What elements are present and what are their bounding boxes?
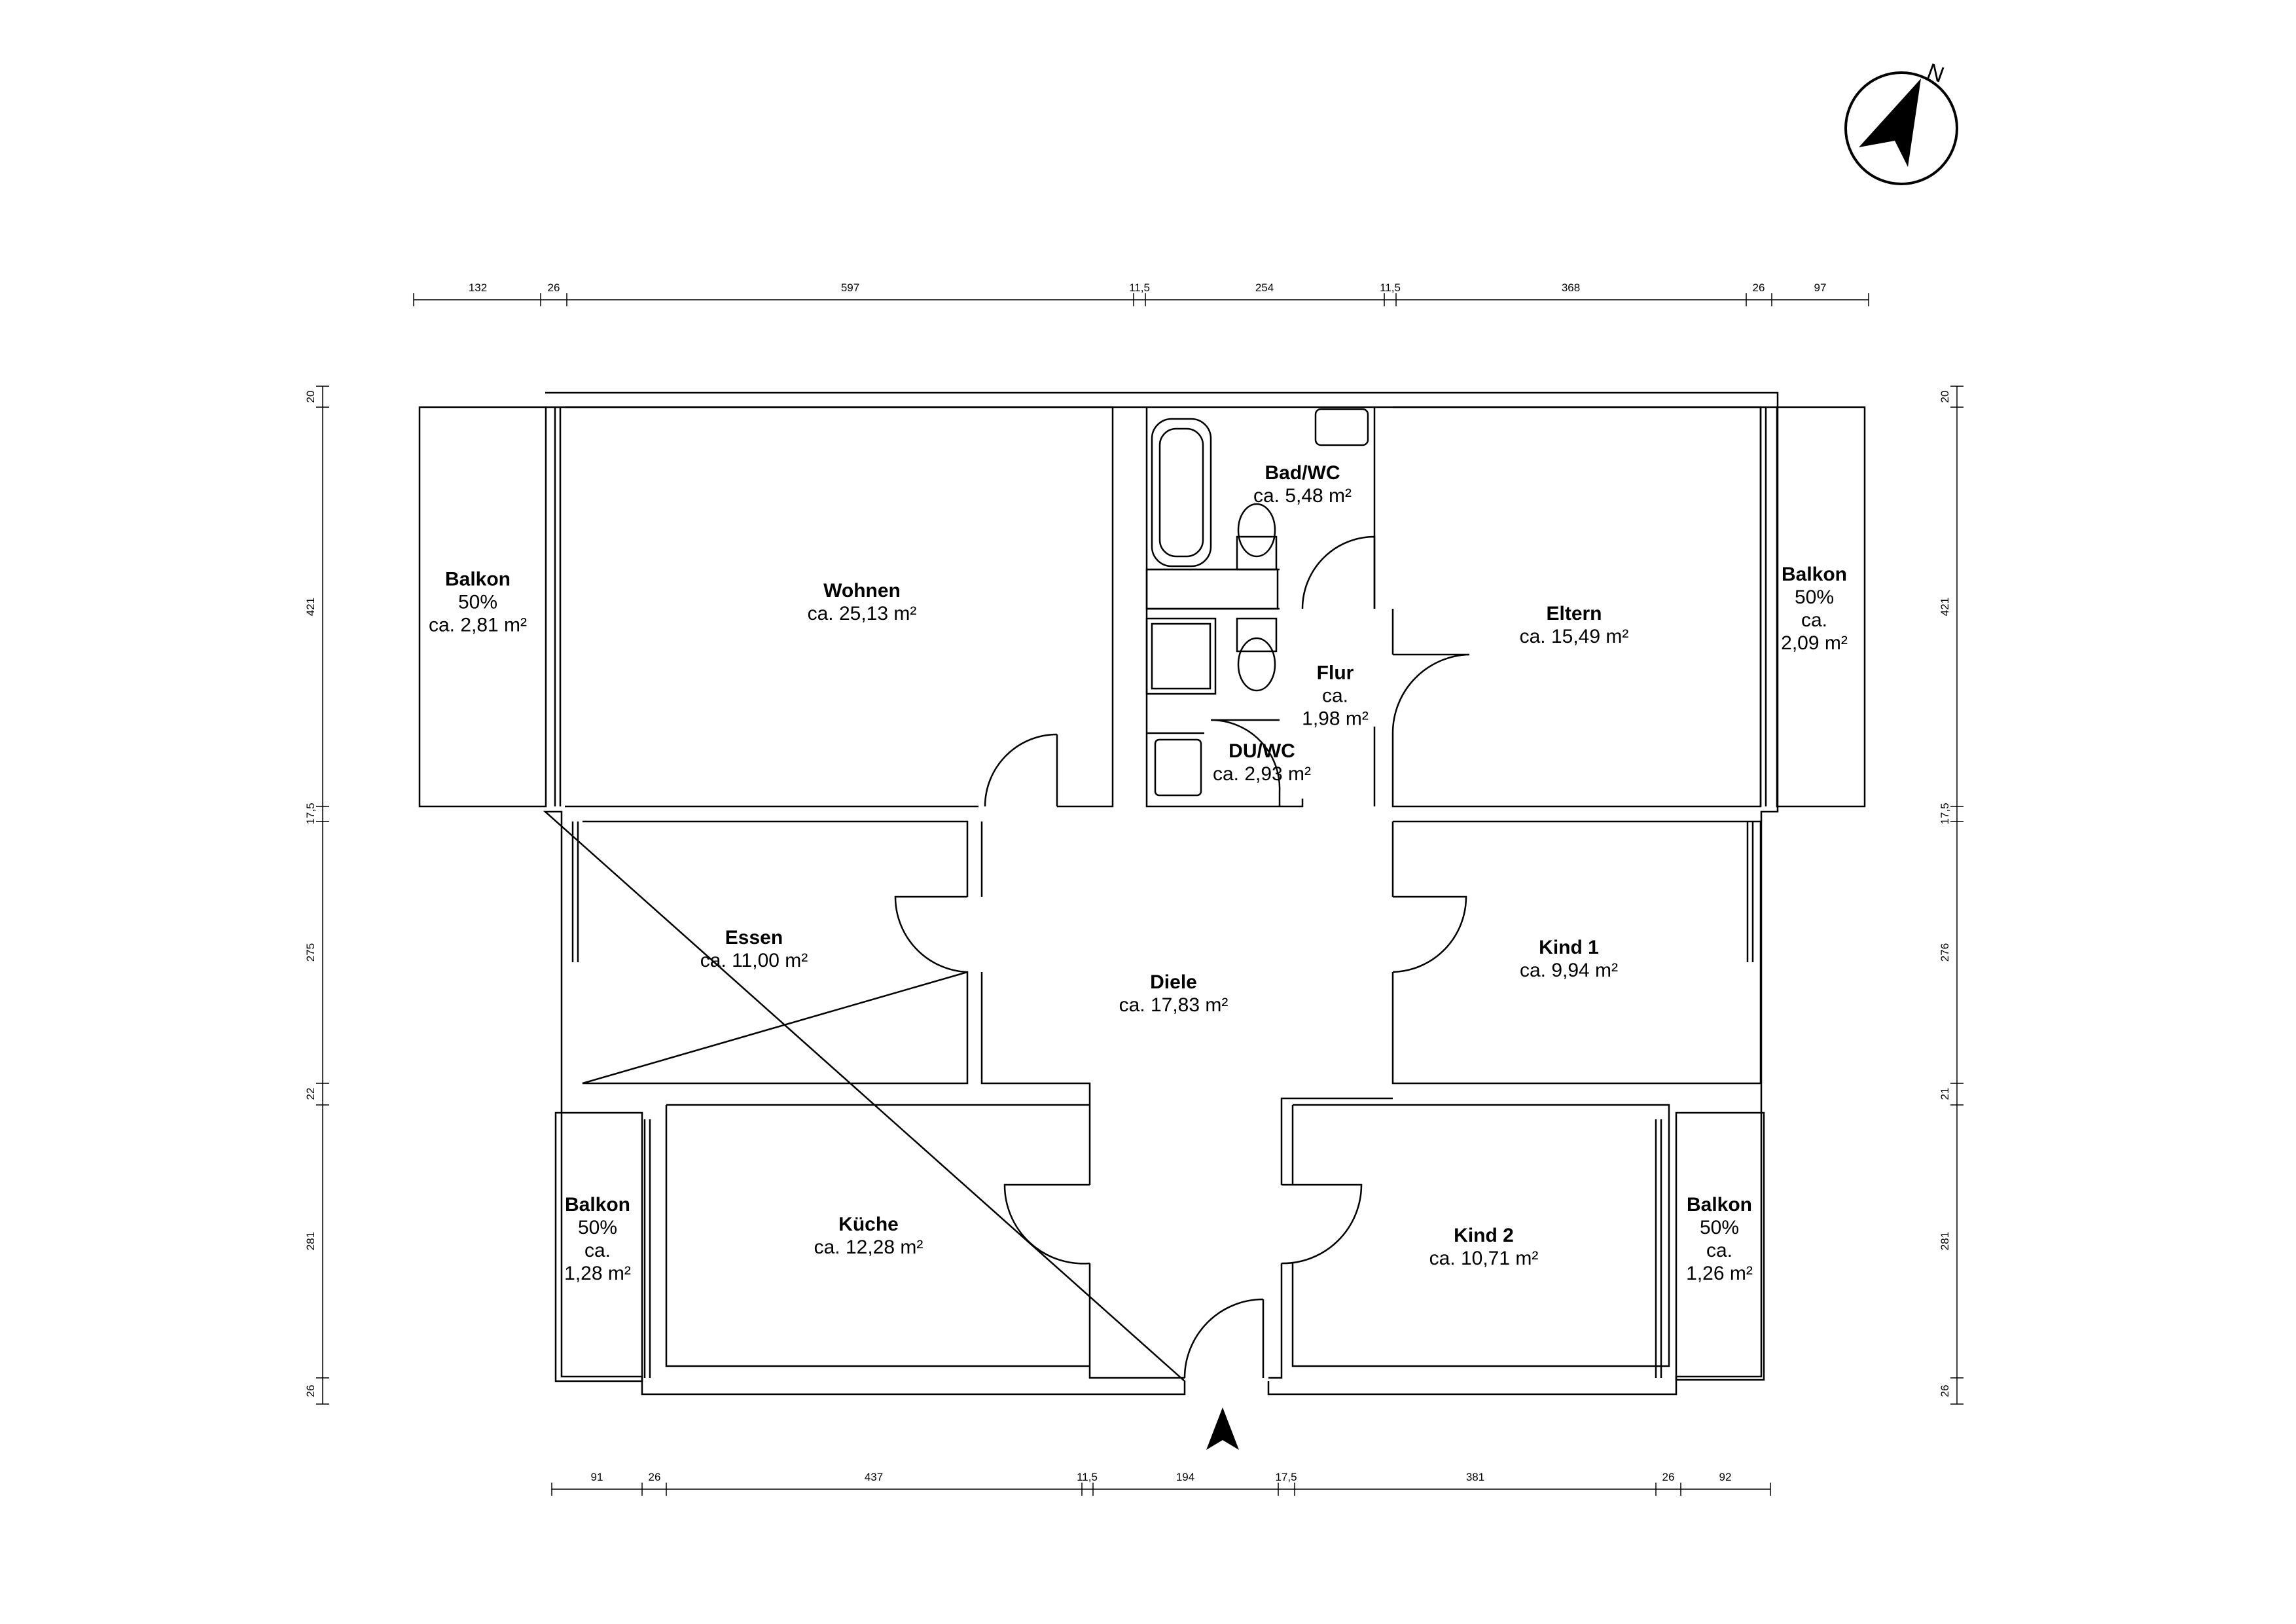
dim-left-7: 26 (304, 1384, 317, 1398)
dim-right-5: 21 (1939, 1087, 1951, 1100)
compass-north-label: N (1924, 59, 1947, 88)
dim-right-3: 17,5 (1939, 803, 1951, 825)
door-eltern (1391, 653, 1470, 734)
kueche-walls (665, 1104, 1090, 1367)
door-du (1210, 719, 1281, 793)
dim-bottom-6: 17,5 (1275, 1471, 1297, 1483)
door-kueche (1003, 1183, 1090, 1265)
dim-left-3: 17,5 (304, 803, 317, 825)
dim-bottom-1: 91 (590, 1471, 603, 1483)
dim-top-4: 11,5 (1129, 281, 1150, 294)
shower-tray (1145, 617, 1217, 695)
balcony-top-left (418, 406, 547, 808)
dim-left-5: 22 (304, 1087, 317, 1100)
diele-walls (980, 821, 1393, 1379)
dim-top-6: 11,5 (1380, 281, 1401, 294)
balcony-top-right (1776, 406, 1866, 808)
door-essen (894, 895, 968, 973)
door-wohnen (984, 733, 1058, 807)
dim-right-7: 26 (1939, 1384, 1951, 1398)
dim-left-1: 20 (304, 390, 317, 403)
dim-bottom-3: 437 (864, 1471, 884, 1483)
kind1-walls (1391, 820, 1762, 1085)
dim-top-5: 254 (1255, 281, 1274, 294)
balcony-bottom-right (1675, 1111, 1765, 1381)
door-entrance (1183, 1298, 1265, 1379)
essen-walls (582, 820, 969, 1085)
dim-left-4: 275 (304, 943, 317, 962)
dim-top-2: 26 (547, 281, 560, 294)
dim-right-1: 20 (1939, 390, 1951, 403)
dim-top-7: 368 (1561, 281, 1581, 294)
dim-right-2: 421 (1939, 597, 1951, 617)
dim-top-8: 26 (1752, 281, 1765, 294)
door-kind2 (1281, 1183, 1363, 1265)
bathtub (1151, 418, 1212, 568)
balcony-bottom-left (554, 1111, 643, 1382)
dim-top-9: 97 (1814, 281, 1827, 294)
kind2-walls (1291, 1104, 1670, 1367)
north-arrow-icon (1859, 79, 1921, 167)
entrance-arrow-icon (1206, 1407, 1239, 1450)
dim-bottom-8: 26 (1662, 1471, 1675, 1483)
dim-right-6: 281 (1939, 1231, 1951, 1251)
door-flur (1301, 535, 1376, 609)
dim-bottom-9: 92 (1719, 1471, 1732, 1483)
outer-wall (543, 391, 1779, 1396)
dim-top-1: 132 (468, 281, 488, 294)
dim-bottom-7: 381 (1465, 1471, 1485, 1483)
wohnen-walls (565, 406, 1114, 808)
washbasin (1314, 408, 1369, 446)
dim-bottom-5: 194 (1175, 1471, 1195, 1483)
compass-circle (1844, 71, 1958, 185)
dim-top-3: 597 (840, 281, 860, 294)
dim-left-6: 281 (304, 1231, 317, 1251)
dim-bottom-4: 11,5 (1077, 1471, 1098, 1483)
dim-right-4: 276 (1939, 943, 1951, 962)
dim-left-2: 421 (304, 597, 317, 617)
dim-bottom-2: 26 (648, 1471, 661, 1483)
door-kind1 (1392, 895, 1467, 973)
